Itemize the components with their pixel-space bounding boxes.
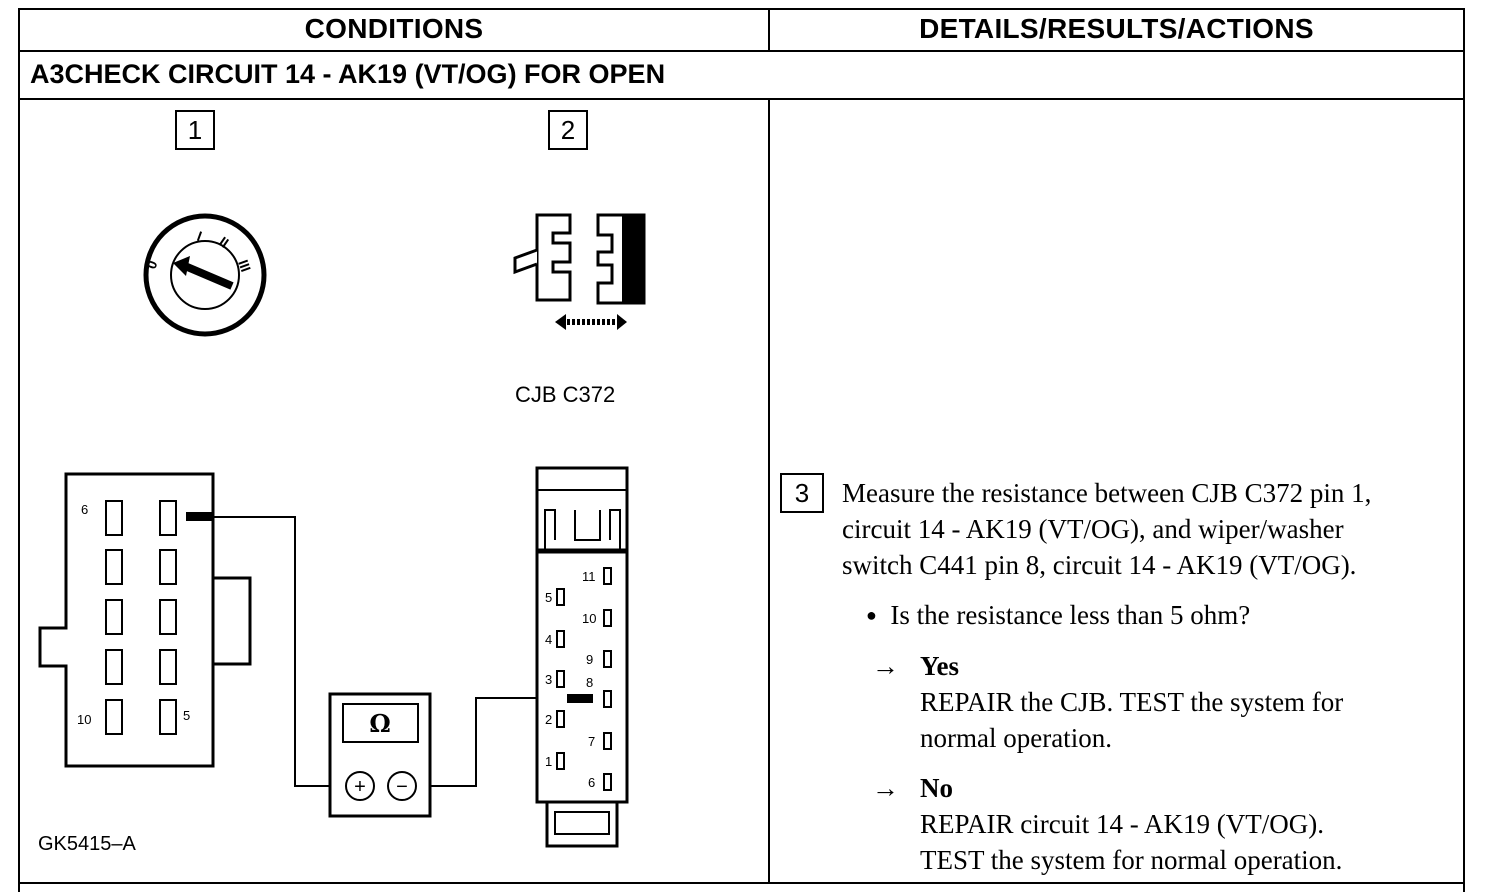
ignition-switch-icon [143,213,267,337]
question-text: Is the resistance less than 5 ohm? [890,600,1251,630]
table-frame [18,8,1465,892]
cjb-pin-2: 2 [545,712,552,727]
instruction-line-3: switch C441 pin 8, circuit 14 - AK19 (VT… [842,550,1357,580]
cjb-pin-7: 7 [588,734,595,749]
switch-pin-6: 6 [81,502,88,517]
step-code: A3 [30,58,65,89]
cjb-pin-11: 11 [582,569,596,584]
no-label: No [920,773,953,803]
column-divider-body [768,98,770,882]
cjb-pin-10: 10 [582,611,596,626]
ignition-pos-3: III [235,258,254,274]
step-title-text: CHECK CIRCUIT 14 - AK19 (VT/OG) FOR OPEN [64,58,666,89]
wire-negative [416,697,568,787]
instruction-line-2: circuit 14 - AK19 (VT/OG), and wiper/was… [842,514,1344,544]
yes-action: REPAIR the CJB. TEST the system for norm… [920,684,1343,756]
cjb-pin-8: 8 [586,675,593,690]
cjb-pin-4: 4 [545,632,552,647]
cjb-pin-3: 3 [545,672,552,687]
step3-number: 3 [780,473,824,513]
header-divider [18,50,1465,52]
wire-positive [212,516,345,787]
cjb-pin-9: 9 [586,652,593,667]
cjb-pin-1: 1 [545,754,552,769]
no-arrow-icon: → [872,773,899,803]
ohmmeter-icon [328,692,432,818]
cjb-pin-5: 5 [545,590,552,605]
no-action: REPAIR circuit 14 - AK19 (VT/OG). TEST t… [920,806,1342,878]
no-action-line-1: REPAIR circuit 14 - AK19 (VT/OG). [920,809,1324,839]
details-header: DETAILS/RESULTS/ACTIONS [919,13,1314,44]
figure-code: GK5415–A [38,833,136,855]
instruction-line-1: Measure the resistance between CJB C372 … [842,478,1372,508]
bullet-icon: ● [866,605,877,625]
cjb-pin-6: 6 [588,775,595,790]
question-bullet: ● Is the resistance less than 5 ohm? [866,597,1250,633]
connector-disconnect-icon [513,213,646,330]
instruction-text: Measure the resistance between CJB C372 … [842,475,1457,583]
cjb-connector [535,466,629,848]
title-divider [18,98,1465,100]
switch-pin-5: 5 [183,708,190,723]
column-divider-header [768,8,770,52]
connector-label: CJB C372 [515,382,616,407]
step2-number: 2 [548,110,588,150]
step1-number: 1 [175,110,215,150]
ignition-pos-1: I [195,228,204,244]
ignition-pos-2: II [216,233,232,251]
meter-plus-terminal: + [354,776,366,798]
switch-pin-10: 10 [77,712,91,727]
ohm-symbol: Ω [369,709,390,738]
step-title: A3 CHECK CIRCUIT 14 - AK19 (VT/OG) FOR O… [30,52,665,96]
bottom-rule [18,882,1465,884]
yes-label: Yes [920,651,959,681]
meter-minus-terminal: − [396,776,408,798]
conditions-header: CONDITIONS [304,13,484,44]
yes-action-line-1: REPAIR the CJB. TEST the system for [920,687,1344,717]
wiper-switch-connector [38,472,252,768]
yes-arrow-icon: → [872,651,899,681]
yes-action-line-2: normal operation. [920,723,1112,753]
no-action-line-2: TEST the system for normal operation. [920,845,1343,875]
